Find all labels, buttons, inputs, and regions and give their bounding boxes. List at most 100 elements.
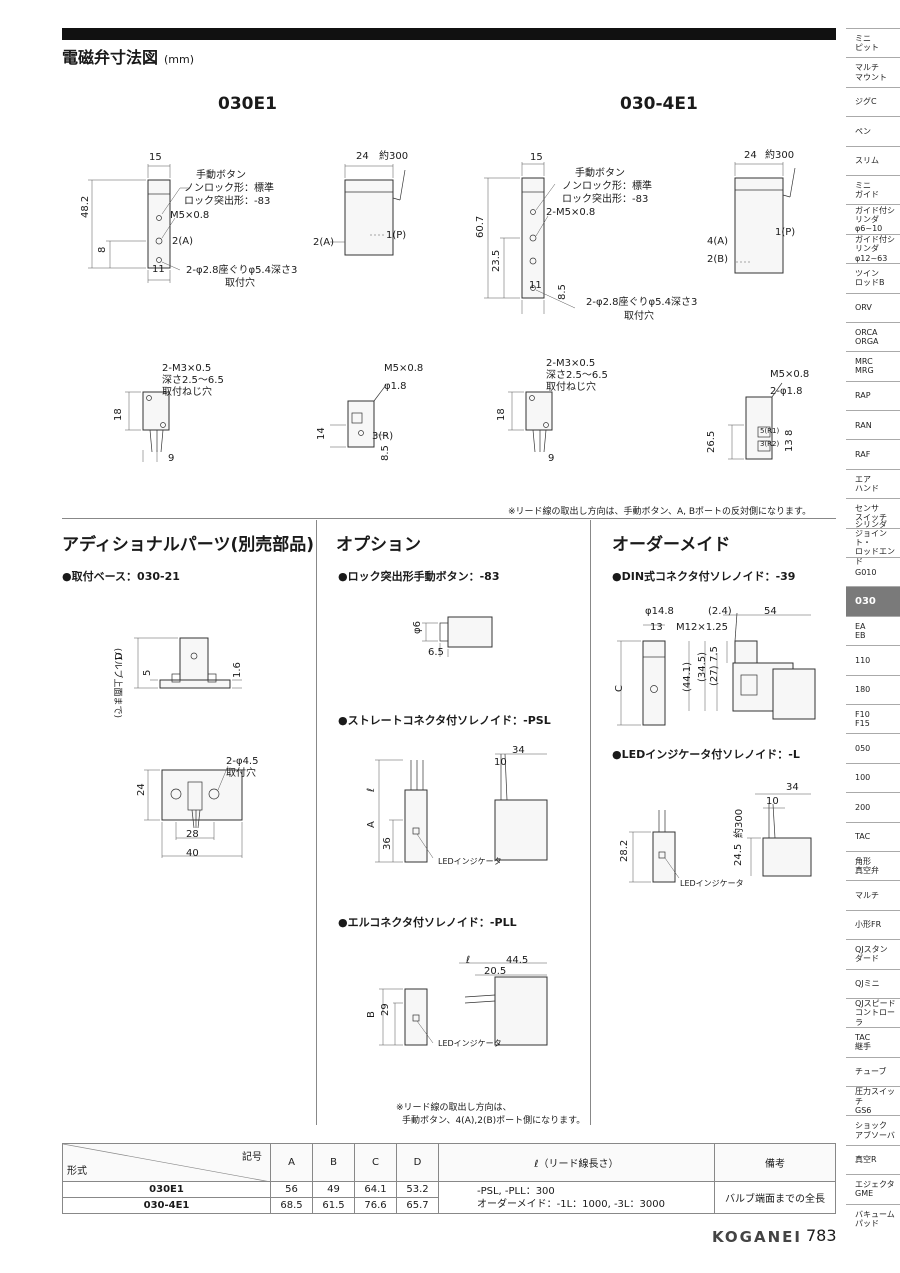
- dim-label: (27): [709, 665, 720, 686]
- sidenav-item[interactable]: シリンダ ジョイント・ ロッドエンド: [846, 520, 900, 566]
- sidenav-item[interactable]: RAP: [846, 380, 900, 410]
- item-mount-base: ●取付ベース：030-21: [62, 570, 180, 583]
- table-corner-cell: 記号 形式: [62, 1143, 271, 1182]
- sidenav-item[interactable]: スリム: [846, 145, 900, 175]
- sidenav-item[interactable]: マルチ マウント: [846, 57, 900, 86]
- sidenav-item[interactable]: TAC 継手: [846, 1027, 900, 1056]
- dim-label: 6.5: [428, 647, 444, 658]
- table-col-header: ℓ（リード線長さ）: [438, 1143, 715, 1182]
- sidenav-item[interactable]: ツイン ロッドB: [846, 263, 900, 292]
- sidenav-item[interactable]: 110: [846, 645, 900, 674]
- drawing-din-connector: [617, 612, 816, 726]
- sidenav-item[interactable]: バキューム パッド: [846, 1203, 900, 1233]
- option-note-1: ※リード線の取出し方向は、: [396, 1103, 512, 1113]
- drawing-bottom-view-b: [330, 384, 388, 448]
- table-col-header: A: [270, 1143, 313, 1182]
- dim-label: 18: [496, 408, 507, 421]
- sidenav-item[interactable]: ORV: [846, 292, 900, 322]
- sidenav-item[interactable]: 050: [846, 733, 900, 762]
- drawing-030E1-side: [330, 164, 406, 256]
- callout-label: 2-M5×0.8: [546, 207, 596, 218]
- sidenav-item[interactable]: 圧力スイッチ GS6: [846, 1086, 900, 1115]
- sidenav-item[interactable]: ミニ ガイド: [846, 174, 900, 204]
- sidenav-item[interactable]: F10 F15: [846, 703, 900, 733]
- column-divider: [590, 520, 591, 1125]
- item-pll: ●エルコネクタ付ソレノイド：-PLL: [338, 916, 517, 929]
- sidenav-item[interactable]: センサ スイッチ: [846, 498, 900, 527]
- model-title-030E1: 030E1: [218, 94, 277, 114]
- table-cell: 65.7: [396, 1197, 439, 1214]
- dim-label: 8.5: [380, 445, 391, 461]
- dim-label: 5: [142, 669, 153, 676]
- port-label: 1(P): [386, 230, 407, 241]
- sidenav-item[interactable]: 200: [846, 792, 900, 821]
- item-led-solenoid: ●LEDインジケータ付ソレノイド：-L: [612, 748, 800, 761]
- dim-label: 13: [650, 622, 663, 633]
- sidenav-item[interactable]: ガイド付シリンダ φ6~10: [846, 204, 900, 233]
- dim-label: 1.6: [232, 662, 243, 678]
- sidenav-item[interactable]: エジェクタ GME: [846, 1174, 900, 1203]
- sidenav-item[interactable]: ガイド付シリンダ φ12~63: [846, 233, 900, 263]
- column-divider: [316, 520, 317, 1125]
- dim-label: 23.5: [491, 249, 502, 272]
- sidenav-item[interactable]: ショック アブソーバ: [846, 1115, 900, 1144]
- option-note-2: 手動ボタン、4(A),2(B)ポート側になります。: [402, 1116, 586, 1126]
- sidenav-item[interactable]: 030: [846, 586, 900, 616]
- drawing-lock-button: [422, 616, 493, 657]
- sidenav-item[interactable]: TAC: [846, 821, 900, 851]
- header-symbol: 記号: [242, 1152, 262, 1163]
- dim-label: 約300: [379, 151, 409, 162]
- callout-label: 2-M3×0.5: [546, 358, 596, 369]
- sidenav-item[interactable]: チューブ: [846, 1056, 900, 1086]
- sidenav-item[interactable]: ミニ ピット: [846, 28, 900, 57]
- drawing-030-4E1-front: [484, 162, 576, 314]
- sidenav-item[interactable]: 小形FR: [846, 909, 900, 939]
- dim-label: 14: [316, 427, 327, 440]
- sidenav-item[interactable]: ペン: [846, 116, 900, 145]
- dim-label: 20.5: [484, 966, 507, 977]
- dim-label: 8: [784, 429, 795, 436]
- sidenav-item[interactable]: ジグC: [846, 86, 900, 116]
- sidenav-item[interactable]: RAF: [846, 439, 900, 468]
- dimension-table: 記号 形式 A B C D ℓ（リード線長さ） 備考 030E1 56 49 6…: [62, 1143, 836, 1214]
- dim-label: φ6: [412, 621, 423, 634]
- dim-label: 10: [494, 757, 507, 768]
- table-cell: 56: [270, 1181, 313, 1198]
- sidenav-item[interactable]: ORCA ORGA: [846, 321, 900, 351]
- sidenav-item[interactable]: EA EB: [846, 615, 900, 645]
- table-cell-lead: -PSL, -PLL：300 オーダーメイド：-1L：1000, -3L：300…: [438, 1181, 715, 1214]
- dim-label: 24.5: [733, 843, 744, 866]
- lead-line-1: -PSL, -PLL：300: [477, 1185, 555, 1197]
- port-label: 2(A): [172, 236, 194, 247]
- sidenav-item[interactable]: MRC MRG: [846, 351, 900, 380]
- dim-label: (44.1): [682, 661, 693, 692]
- sidenav-item[interactable]: マルチ: [846, 880, 900, 909]
- sidenav-item[interactable]: RAN: [846, 410, 900, 439]
- table-cell: 68.5: [270, 1197, 313, 1214]
- callout-label: 取付穴: [624, 311, 654, 322]
- callout-label: 2-φ2.8座ぐりφ5.4深さ3: [586, 297, 698, 308]
- sidenav-item[interactable]: QJスタン ダード: [846, 939, 900, 968]
- sidenav-item[interactable]: 真空R: [846, 1144, 900, 1174]
- table-cell: 64.1: [354, 1181, 397, 1198]
- callout-label: M5×0.8: [170, 210, 210, 221]
- dim-label: 11: [529, 280, 542, 291]
- sidenav-item[interactable]: QJスピード コントローラ: [846, 997, 900, 1027]
- dim-label: 28: [186, 829, 199, 840]
- drawing-pll: [379, 962, 548, 1046]
- sidenav-item[interactable]: 角形 真空弁: [846, 850, 900, 880]
- dim-label: ℓ: [366, 787, 377, 792]
- drawing-030E1-front: [88, 164, 190, 283]
- dim-label: (34.5): [697, 651, 708, 682]
- sidenav-item[interactable]: QJミニ: [846, 968, 900, 998]
- callout-label: 取付穴: [225, 278, 255, 289]
- led-indicator-label: LEDインジケータ: [438, 857, 502, 866]
- led-indicator-label: LEDインジケータ: [438, 1039, 502, 1048]
- sidenav-item[interactable]: 100: [846, 762, 900, 792]
- sidenav-item[interactable]: 180: [846, 674, 900, 704]
- sidenav-item[interactable]: G010: [846, 557, 900, 586]
- dim-label: 約300: [734, 808, 745, 838]
- sidenav-item[interactable]: エア ハンド: [846, 468, 900, 498]
- page-number: 783: [806, 1226, 837, 1245]
- callout-label: 2-M3×0.5: [162, 363, 212, 374]
